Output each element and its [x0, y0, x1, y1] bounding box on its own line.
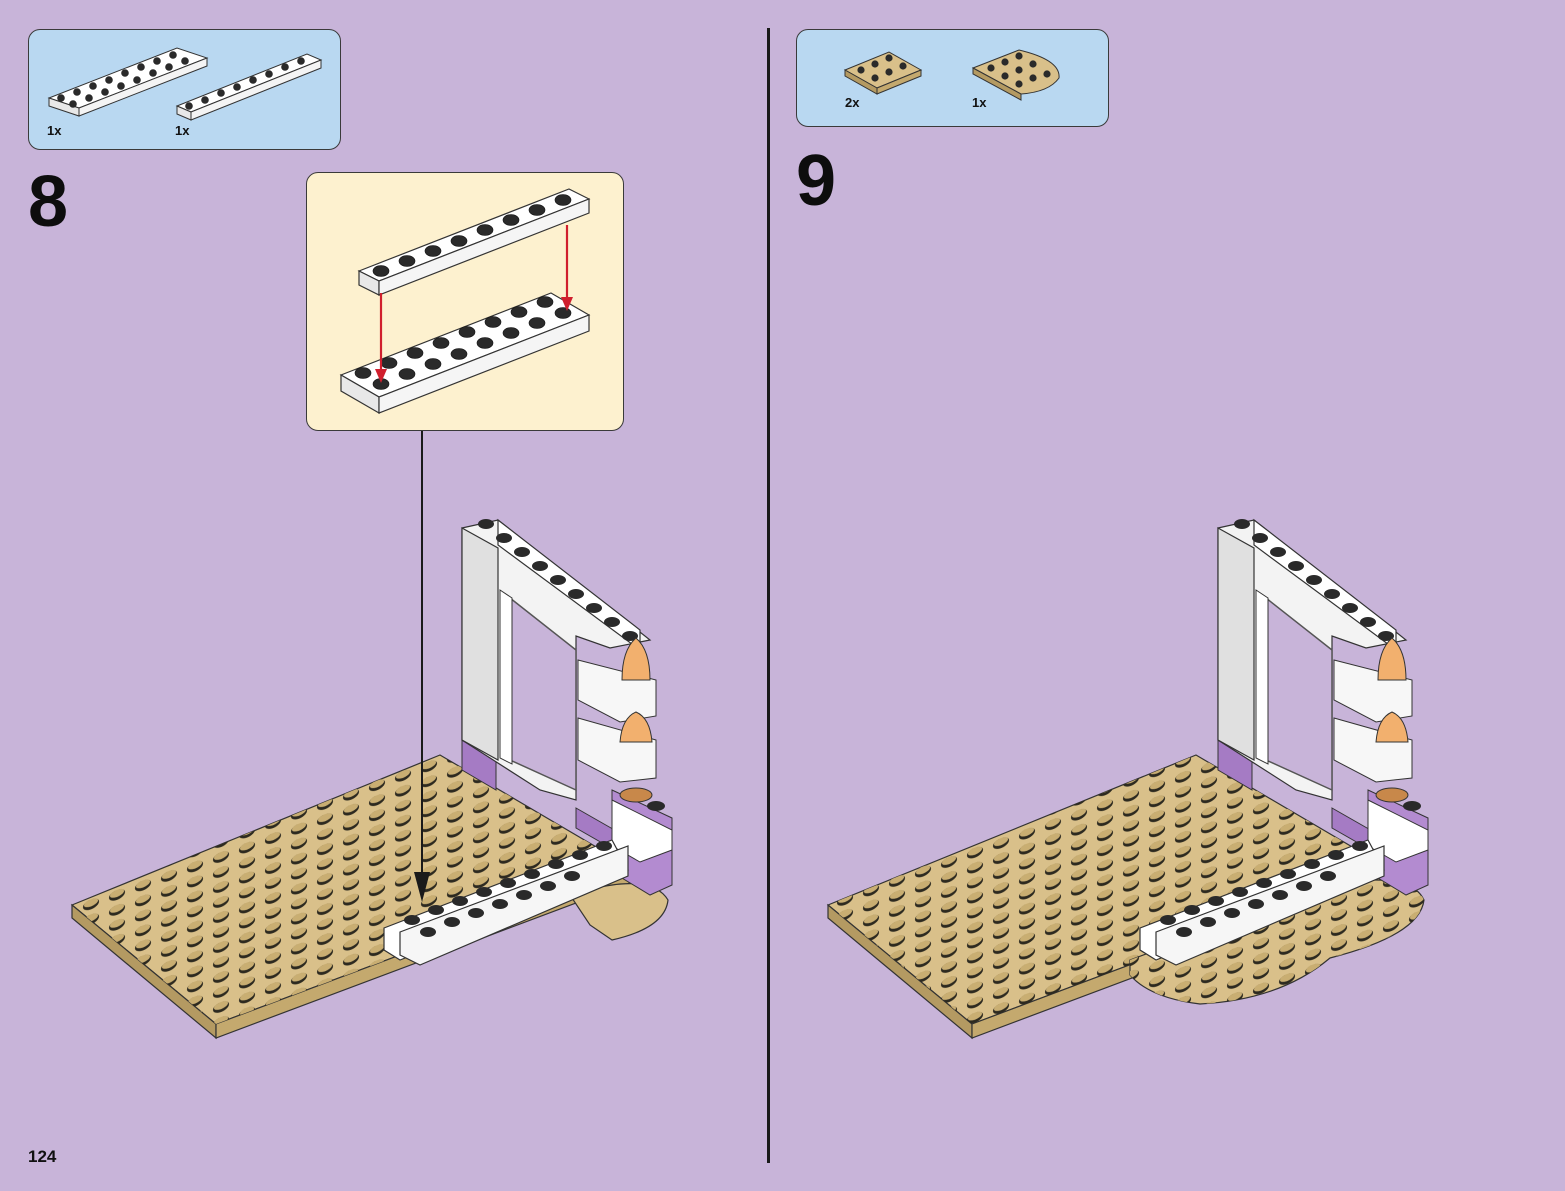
orange-lamp [619, 637, 653, 803]
callout-pointer-arrow [414, 431, 430, 902]
orange-lamp [1375, 637, 1409, 803]
placement-arrow [375, 225, 573, 383]
white-wall [461, 518, 673, 863]
part-quantity: 1x [47, 123, 62, 138]
step-8-parts-callout: 1x 1x [28, 29, 341, 150]
white-plate-assembly [1139, 839, 1385, 966]
plate-2x3-part [843, 51, 923, 95]
step-8-model-illustration [70, 431, 673, 1040]
plate-1x8-part [357, 188, 591, 296]
plate-2x8-part [339, 292, 591, 415]
stud [647, 801, 665, 811]
step-9-parts-illustration [843, 49, 1060, 101]
page-divider [767, 28, 770, 1163]
step-8-parts-illustration [47, 47, 323, 121]
white-wall [1217, 518, 1429, 863]
part-quantity: 1x [972, 95, 987, 110]
step-number: 8 [28, 162, 68, 242]
part-quantity: 1x [175, 123, 190, 138]
plate-2x8-part [47, 47, 209, 117]
plate-round-corner-part [971, 49, 1060, 101]
stud [1403, 801, 1421, 811]
page-number: 124 [28, 1147, 57, 1166]
sub-assembly-illustration [339, 188, 591, 415]
step-9-parts-callout: 2x 1x [796, 29, 1109, 127]
plate-1x8-part [175, 53, 323, 121]
white-plate-assembly [383, 839, 629, 966]
sub-assembly-callout [306, 172, 624, 431]
part-quantity: 2x [845, 95, 860, 110]
step-number: 9 [796, 141, 836, 221]
